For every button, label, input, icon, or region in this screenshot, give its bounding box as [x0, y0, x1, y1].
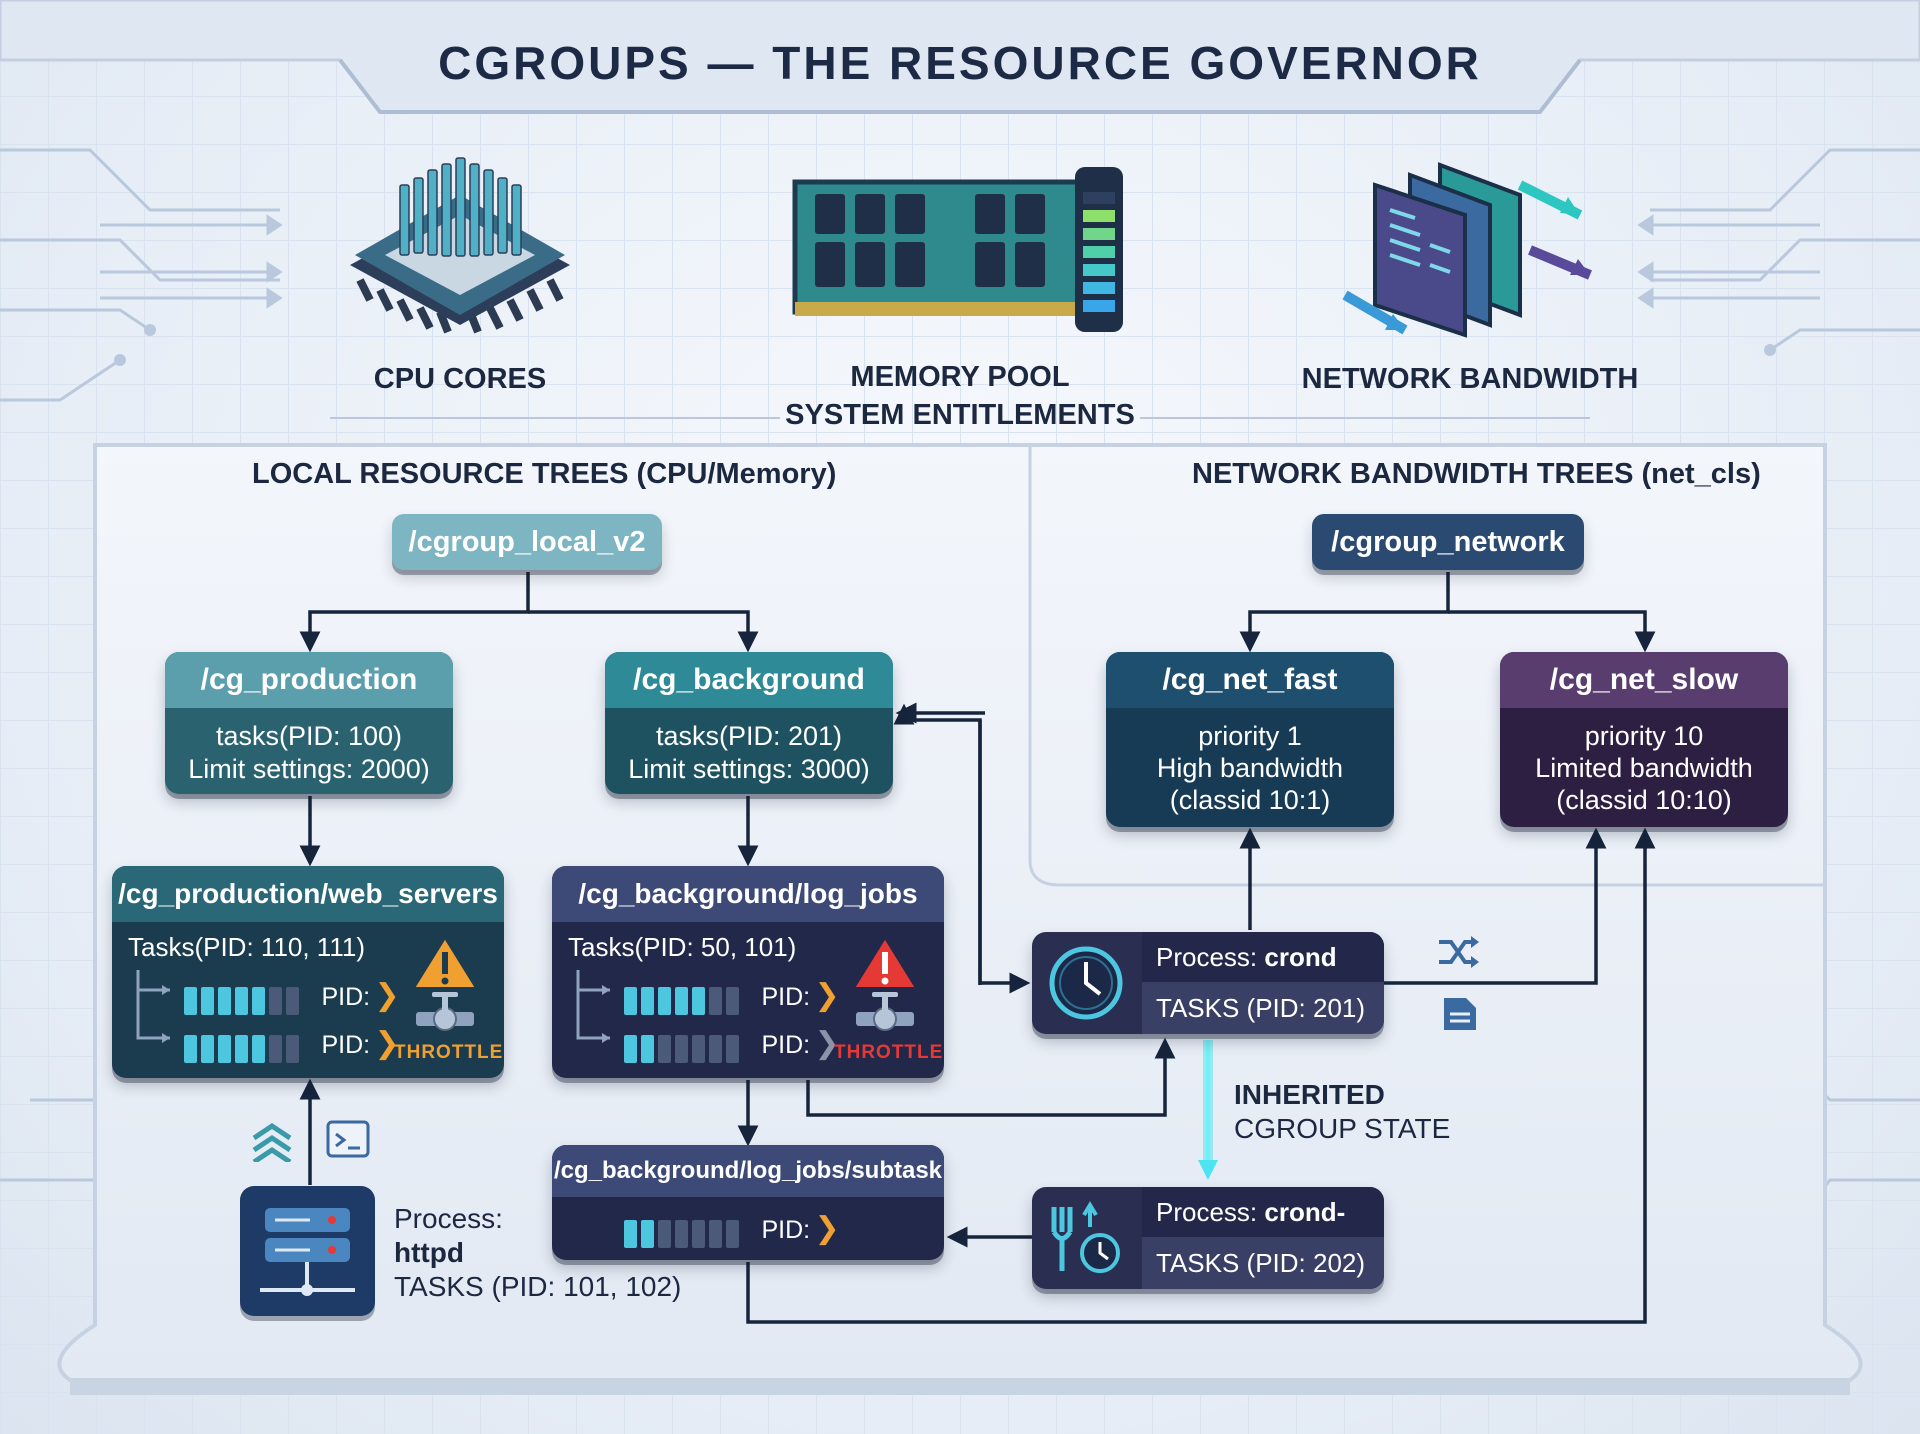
process-httpd-name: httpd — [394, 1237, 464, 1268]
cgroup-local-root[interactable]: /cgroup_local_v2 — [392, 514, 662, 570]
memory-label-line1: MEMORY POOL — [850, 361, 1070, 393]
cg-net-fast-bandwidth: High bandwidth — [1156, 753, 1344, 783]
cg-net-fast-priority: priority 1 — [1198, 721, 1302, 751]
process-httpd-label: Process: — [394, 1203, 503, 1234]
log-jobs-throttle: THROTTLE — [834, 1042, 944, 1063]
cg-background-tasks: tasks(PID: 201) — [655, 721, 843, 751]
web-servers-tasks: Tasks(PID: 110, 111) — [128, 932, 365, 962]
valve-icon — [856, 992, 914, 1031]
local-section-title: LOCAL RESOURCE TREES (CPU/Memory) — [252, 458, 837, 490]
chevrons-up-icon — [252, 1122, 292, 1162]
network-section-title: NETWORK BANDWIDTH TREES (net_cls) — [1192, 458, 1761, 490]
valve-icon — [416, 992, 474, 1031]
log-jobs-node[interactable]: /cg_background/log_jobs Tasks(PID: 50, 1… — [552, 866, 944, 1078]
cg-production-name: /cg_production — [165, 652, 453, 708]
process-crond-fork-tasks: TASKS (PID: 202) — [1142, 1237, 1384, 1289]
cg-production-limit: Limit settings: 2000) — [188, 754, 430, 784]
web-servers-throttle: THROTTLE — [394, 1042, 504, 1063]
process-crond-fork[interactable]: Process: crond-fork TASKS (PID: 202) — [1032, 1187, 1384, 1289]
cg-net-slow-node[interactable]: /cg_net_slow priority 10 Limited bandwid… — [1500, 652, 1788, 827]
cg-net-fast-node[interactable]: /cg_net_fast priority 1 High bandwidth (… — [1106, 652, 1394, 827]
fork-clock-icon — [1051, 1201, 1120, 1273]
warning-icon — [852, 936, 918, 989]
chevron-right-icon: ❯ — [814, 1027, 840, 1060]
web-servers-name: /cg_production/web_servers — [112, 866, 504, 922]
web-servers-pid-row-1: PID: ❯ — [184, 978, 400, 1015]
cpu-chip-icon — [350, 157, 570, 334]
process-crond-name: crond — [1264, 942, 1337, 972]
process-crond-tasks: TASKS (PID: 201) — [1142, 982, 1384, 1034]
subtask-node[interactable]: /cg_background/log_jobs/subtask PID: ❯ — [552, 1145, 944, 1260]
clock-icon — [1049, 946, 1123, 1020]
cg-net-slow-classid: (classid 10:10) — [1556, 785, 1732, 815]
cg-background-name: /cg_background — [605, 652, 893, 708]
process-crond-fork-header: Process: crond-fork — [1142, 1187, 1384, 1277]
network-cards-icon — [1342, 162, 1592, 338]
cg-background-limit: Limit settings: 3000) — [628, 754, 870, 784]
cg-production-node[interactable]: /cg_production tasks(PID: 100) Limit set… — [165, 652, 453, 794]
httpd-server-tile[interactable] — [240, 1186, 375, 1316]
warning-icon — [412, 936, 478, 989]
inherited-line2: CGROUP STATE — [1234, 1113, 1451, 1144]
cg-production-tasks: tasks(PID: 100) — [215, 721, 403, 751]
chevron-right-icon: ❯ — [814, 979, 840, 1012]
terminal-icon — [326, 1120, 370, 1158]
cg-net-fast-classid: (classid 10:1) — [1169, 785, 1331, 815]
chevron-right-icon: ❯ — [374, 1027, 400, 1060]
web-servers-node[interactable]: /cg_production/web_servers Tasks(PID: 11… — [112, 866, 504, 1078]
page-title: CGROUPS — THE RESOURCE GOVERNOR — [438, 37, 1482, 89]
cg-background-node[interactable]: /cg_background tasks(PID: 201) Limit set… — [605, 652, 893, 794]
chevron-right-icon: ❯ — [814, 1212, 840, 1245]
cg-net-slow-bandwidth: Limited bandwidth — [1535, 753, 1753, 783]
inherited-line1: INHERITED — [1234, 1079, 1385, 1110]
subtask-pid-row: PID: ❯ — [624, 1211, 840, 1248]
process-crond[interactable]: Process: crond TASKS (PID: 201) — [1032, 932, 1384, 1034]
network-label: NETWORK BANDWIDTH — [1301, 363, 1639, 395]
chevron-right-icon: ❯ — [374, 979, 400, 1012]
cgroup-network-root[interactable]: /cgroup_network — [1312, 514, 1584, 570]
cg-net-slow-priority: priority 10 — [1584, 721, 1704, 751]
process-crond-header: Process: crond — [1142, 932, 1384, 982]
process-httpd-tasks: TASKS (PID: 101, 102) — [394, 1271, 682, 1302]
log-jobs-pid-row-2: PID: ❯ — [624, 1026, 840, 1063]
memory-label: MEMORY POOL SYSTEM ENTITLEMENTS — [760, 358, 1160, 434]
log-jobs-tasks: Tasks(PID: 50, 101) — [568, 932, 797, 962]
server-icon — [260, 1208, 355, 1296]
process-httpd: Process: httpd TASKS (PID: 101, 102) — [394, 1202, 681, 1304]
cg-net-fast-name: /cg_net_fast — [1106, 652, 1394, 708]
subtask-name: /cg_background/log_jobs/subtask — [552, 1145, 944, 1197]
cpu-label: CPU CORES — [373, 363, 547, 395]
log-jobs-pid-row-1: PID: ❯ — [624, 978, 840, 1015]
document-icon — [1444, 998, 1476, 1030]
cg-net-slow-name: /cg_net_slow — [1500, 652, 1788, 708]
memory-label-line2: SYSTEM ENTITLEMENTS — [785, 399, 1135, 431]
log-jobs-name: /cg_background/log_jobs — [552, 866, 944, 922]
memory-module-icon — [792, 167, 1123, 332]
web-servers-pid-row-2: PID: ❯ — [184, 1026, 400, 1063]
inherited-state-label: INHERITED CGROUP STATE — [1234, 1078, 1450, 1146]
shuffle-icon — [1439, 936, 1479, 968]
